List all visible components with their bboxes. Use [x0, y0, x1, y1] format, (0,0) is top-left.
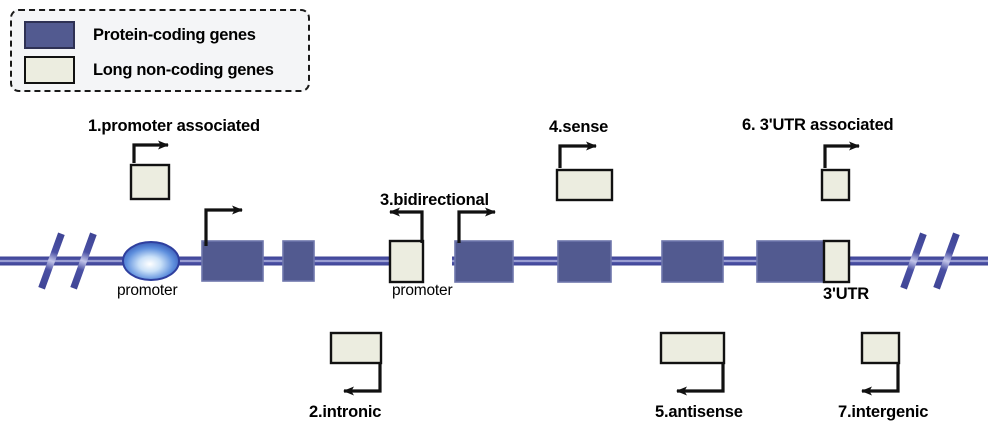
- label-category-2: 2.intronic: [309, 403, 382, 421]
- lncrna-box: [329, 331, 383, 365]
- label-category-6: 6. 3'UTR associated: [742, 116, 894, 134]
- legend-item-protein-coding: Protein-coding genes: [24, 21, 256, 49]
- category-6-three-prime-utr-associated: [820, 141, 860, 202]
- arrow-bidirectional-left: [389, 207, 424, 243]
- lncrna-box: [555, 168, 614, 202]
- exon-box: [756, 240, 826, 283]
- lncrna-box: [820, 168, 851, 202]
- promoter-ellipse-left: [122, 241, 180, 281]
- legend-swatch-long-non-coding: [24, 56, 75, 84]
- break-mark-left: [38, 232, 97, 290]
- category-1-promoter-associated: [129, 140, 171, 201]
- arrow-bidirectional-right: [457, 207, 496, 243]
- three-prime-utr-box: [822, 239, 851, 284]
- label-category-3: 3.bidirectional: [380, 191, 489, 209]
- lncrna-box: [659, 331, 726, 365]
- legend-label-protein-coding: Protein-coding genes: [93, 25, 256, 44]
- legend: Protein-coding genes Long non-coding gen…: [10, 9, 310, 92]
- legend-label-long-non-coding: Long non-coding genes: [93, 60, 274, 79]
- label-category-1: 1.promoter associated: [88, 117, 260, 135]
- legend-swatch-protein-coding: [24, 21, 75, 49]
- right-gene-exons: [454, 239, 851, 284]
- bidirectional-lncrna-box: [388, 239, 425, 284]
- exon-box: [557, 240, 612, 283]
- exon-box: [201, 240, 264, 282]
- tss-arrow-left-gene: [204, 205, 243, 246]
- legend-item-long-non-coding: Long non-coding genes: [24, 56, 274, 84]
- label-category-5: 5.antisense: [655, 403, 743, 421]
- exon-box: [454, 240, 514, 283]
- category-7-intergenic: [860, 331, 901, 396]
- category-5-antisense: [659, 331, 726, 396]
- lncrna-box: [860, 331, 901, 365]
- left-gene-exons: [201, 240, 315, 282]
- exon-box: [661, 240, 724, 283]
- break-mark-right: [900, 232, 960, 290]
- label-category-4: 4.sense: [549, 118, 609, 136]
- category-2-intronic: [329, 331, 383, 396]
- label-promoter-left: promoter: [117, 282, 178, 299]
- label-three-prime-utr: 3'UTR: [823, 285, 870, 303]
- exon-box: [282, 240, 315, 282]
- label-category-7: 7.intergenic: [838, 403, 929, 421]
- category-4-sense: [555, 141, 614, 202]
- lncrna-box: [129, 163, 171, 201]
- label-promoter-bidirectional: promoter: [392, 282, 453, 299]
